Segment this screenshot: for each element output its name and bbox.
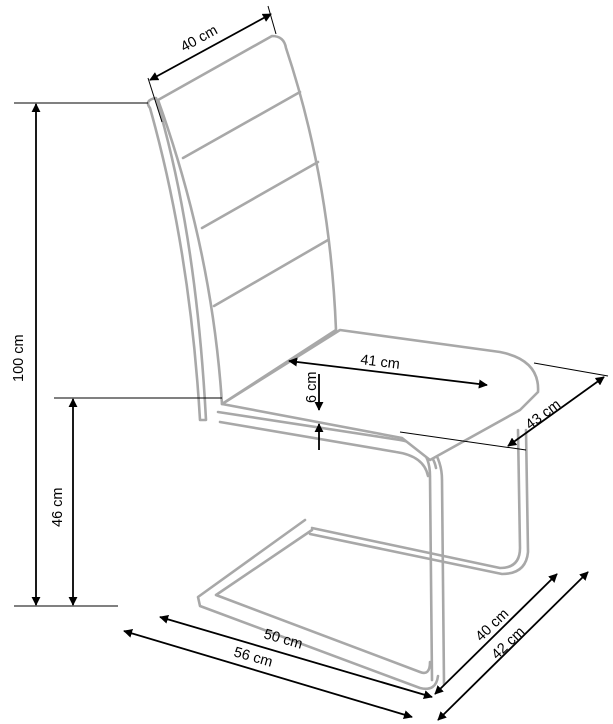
seat-thickness-label: 6 cm (304, 372, 320, 403)
front-frame-tube-2 (430, 446, 446, 686)
seat-rail-tube-lower (218, 420, 430, 478)
total-height-label: 100 cm (11, 334, 27, 382)
seat-width-arrow (288, 357, 488, 389)
backrest-seam-1 (181, 90, 302, 160)
seat-width-label: 41 cm (360, 352, 401, 373)
backrest-width-arrow (149, 13, 272, 81)
base-width-arrow (434, 573, 558, 695)
backrest-frame-tube (146, 96, 208, 422)
backrest-width-label: 40 cm (178, 22, 220, 55)
rear-frame-tube (310, 428, 522, 570)
seat-depth-arrow (507, 376, 605, 447)
front-frame-tube (418, 446, 434, 682)
backrest-seam-3 (212, 238, 330, 308)
base-depth-arrow (159, 614, 433, 700)
backrest-seam-2 (200, 160, 320, 230)
chair-drawing (146, 34, 540, 691)
total-depth-arrow (123, 629, 413, 719)
total-width-arrow (437, 571, 589, 721)
backrest (156, 34, 338, 406)
seat-height-label: 46 cm (50, 488, 66, 528)
